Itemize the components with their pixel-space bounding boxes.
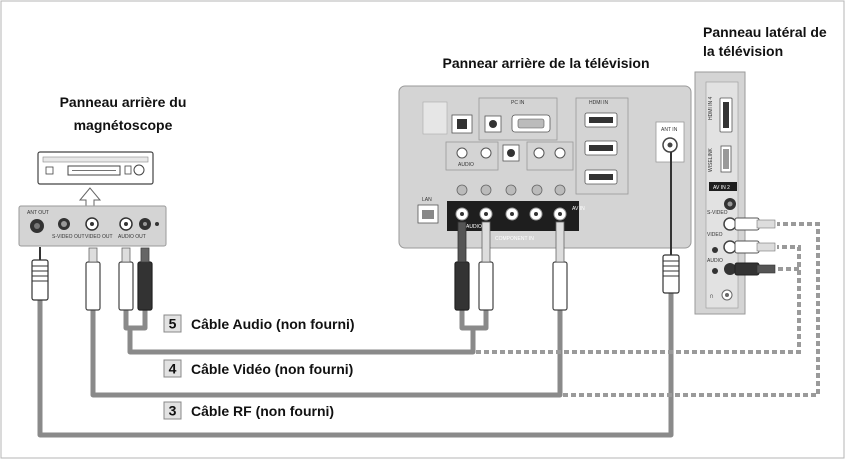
tv-rf-plug (662, 152, 680, 294)
vcr-rf-plug (31, 247, 49, 301)
dashed-audio (476, 245, 801, 354)
tv-side-video-jack (723, 217, 737, 231)
tv-side-title-line1: Panneau latéral de (703, 24, 827, 40)
dashed-cables (476, 222, 820, 397)
tv-audio-label: AUDIO (466, 224, 482, 230)
cable-number-box-4 (163, 359, 182, 378)
tv-side-svideo-label: S-VIDEO (707, 210, 728, 216)
vcr-title-line2: magnétoscope (74, 117, 173, 133)
cable-number-3: 3 (169, 403, 177, 419)
tv-side-title-line2: la télévision (703, 43, 783, 59)
audio-cable-right (130, 310, 148, 331)
side-panel-plugs (734, 217, 776, 276)
rf-cable (37, 290, 674, 438)
audio-cable-tv-right (459, 310, 489, 331)
tv-component-in-label: COMPONENT IN (495, 236, 534, 242)
cable-caption-video: Câble Vidéo (non fourni) (191, 361, 353, 377)
tv-lan-label: LAN (422, 197, 432, 203)
cable-caption-audio: Câble Audio (non fourni) (191, 316, 355, 332)
cable-label-rf: 3 Câble RF (non fourni) (163, 401, 334, 420)
cable-number-5: 5 (169, 316, 177, 332)
tv-side-panel: HDMI IN 4 WISELINK AV IN 2 S-VIDEO VIDEO… (694, 71, 746, 315)
vcr-audio-l-plug (118, 247, 134, 311)
tv-side-audio-l-jack (723, 240, 737, 254)
tv-back-title: Pannear arrière de la télévision (443, 55, 650, 71)
vcr-back-panel: ANT OUT S-VIDEO OUT VIDEO OUT AUDIO OUT (18, 205, 167, 247)
vcr-title-line1: Panneau arrière du (60, 94, 187, 110)
cable-label-video: 4 Câble Vidéo (non fourni) (163, 359, 353, 378)
tv-ant-in-label: ANT IN (661, 127, 678, 133)
tv-hdmi-in-label: HDMI IN (589, 100, 609, 106)
tv-video-plug (552, 221, 568, 311)
vcr-audio-out-label: AUDIO OUT (118, 234, 146, 240)
tv-audio-r-plug (478, 221, 494, 311)
tv-side-audio-r-jack (724, 263, 736, 275)
tv-back-panel: PC IN HDMI IN AUDIO LAN (398, 85, 692, 249)
vcr-svideo-label: S-VIDEO OUT (52, 234, 85, 240)
tv-side-hdmi-label: HDMI IN 4 (708, 96, 714, 120)
cable-number-4: 4 (169, 361, 177, 377)
cable-caption-rf: Câble RF (non fourni) (191, 403, 334, 419)
vcr-ant-out-label: ANT OUT (27, 210, 49, 216)
headphone-icon: ∩ (709, 293, 714, 300)
vcr-audio-r-plug (137, 247, 153, 311)
dashed-video (563, 222, 820, 397)
vcr-video-out-label: VIDEO OUT (85, 234, 113, 240)
tv-av-in-label: AV IN (572, 206, 585, 212)
tv-side-usb-label: WISELINK (708, 147, 714, 172)
tv-pc-in-label: PC IN (511, 100, 525, 106)
tv-side-av-in2-label: AV IN 2 (713, 185, 730, 191)
audio-cable-left (123, 310, 476, 355)
cable-label-audio: 5 Câble Audio (non fourni) (163, 314, 355, 333)
cable-number-box-5 (163, 314, 182, 333)
vcr-video-plug (85, 247, 101, 311)
cable-number-box-3 (163, 401, 182, 420)
tv-audio-mid-label: AUDIO (458, 162, 474, 168)
tv-audio-l-plug (454, 221, 470, 311)
tv-side-video-label: VIDEO (707, 232, 723, 238)
tv-side-audio-label: AUDIO (707, 258, 723, 264)
vcr-device-illustration (37, 151, 154, 185)
